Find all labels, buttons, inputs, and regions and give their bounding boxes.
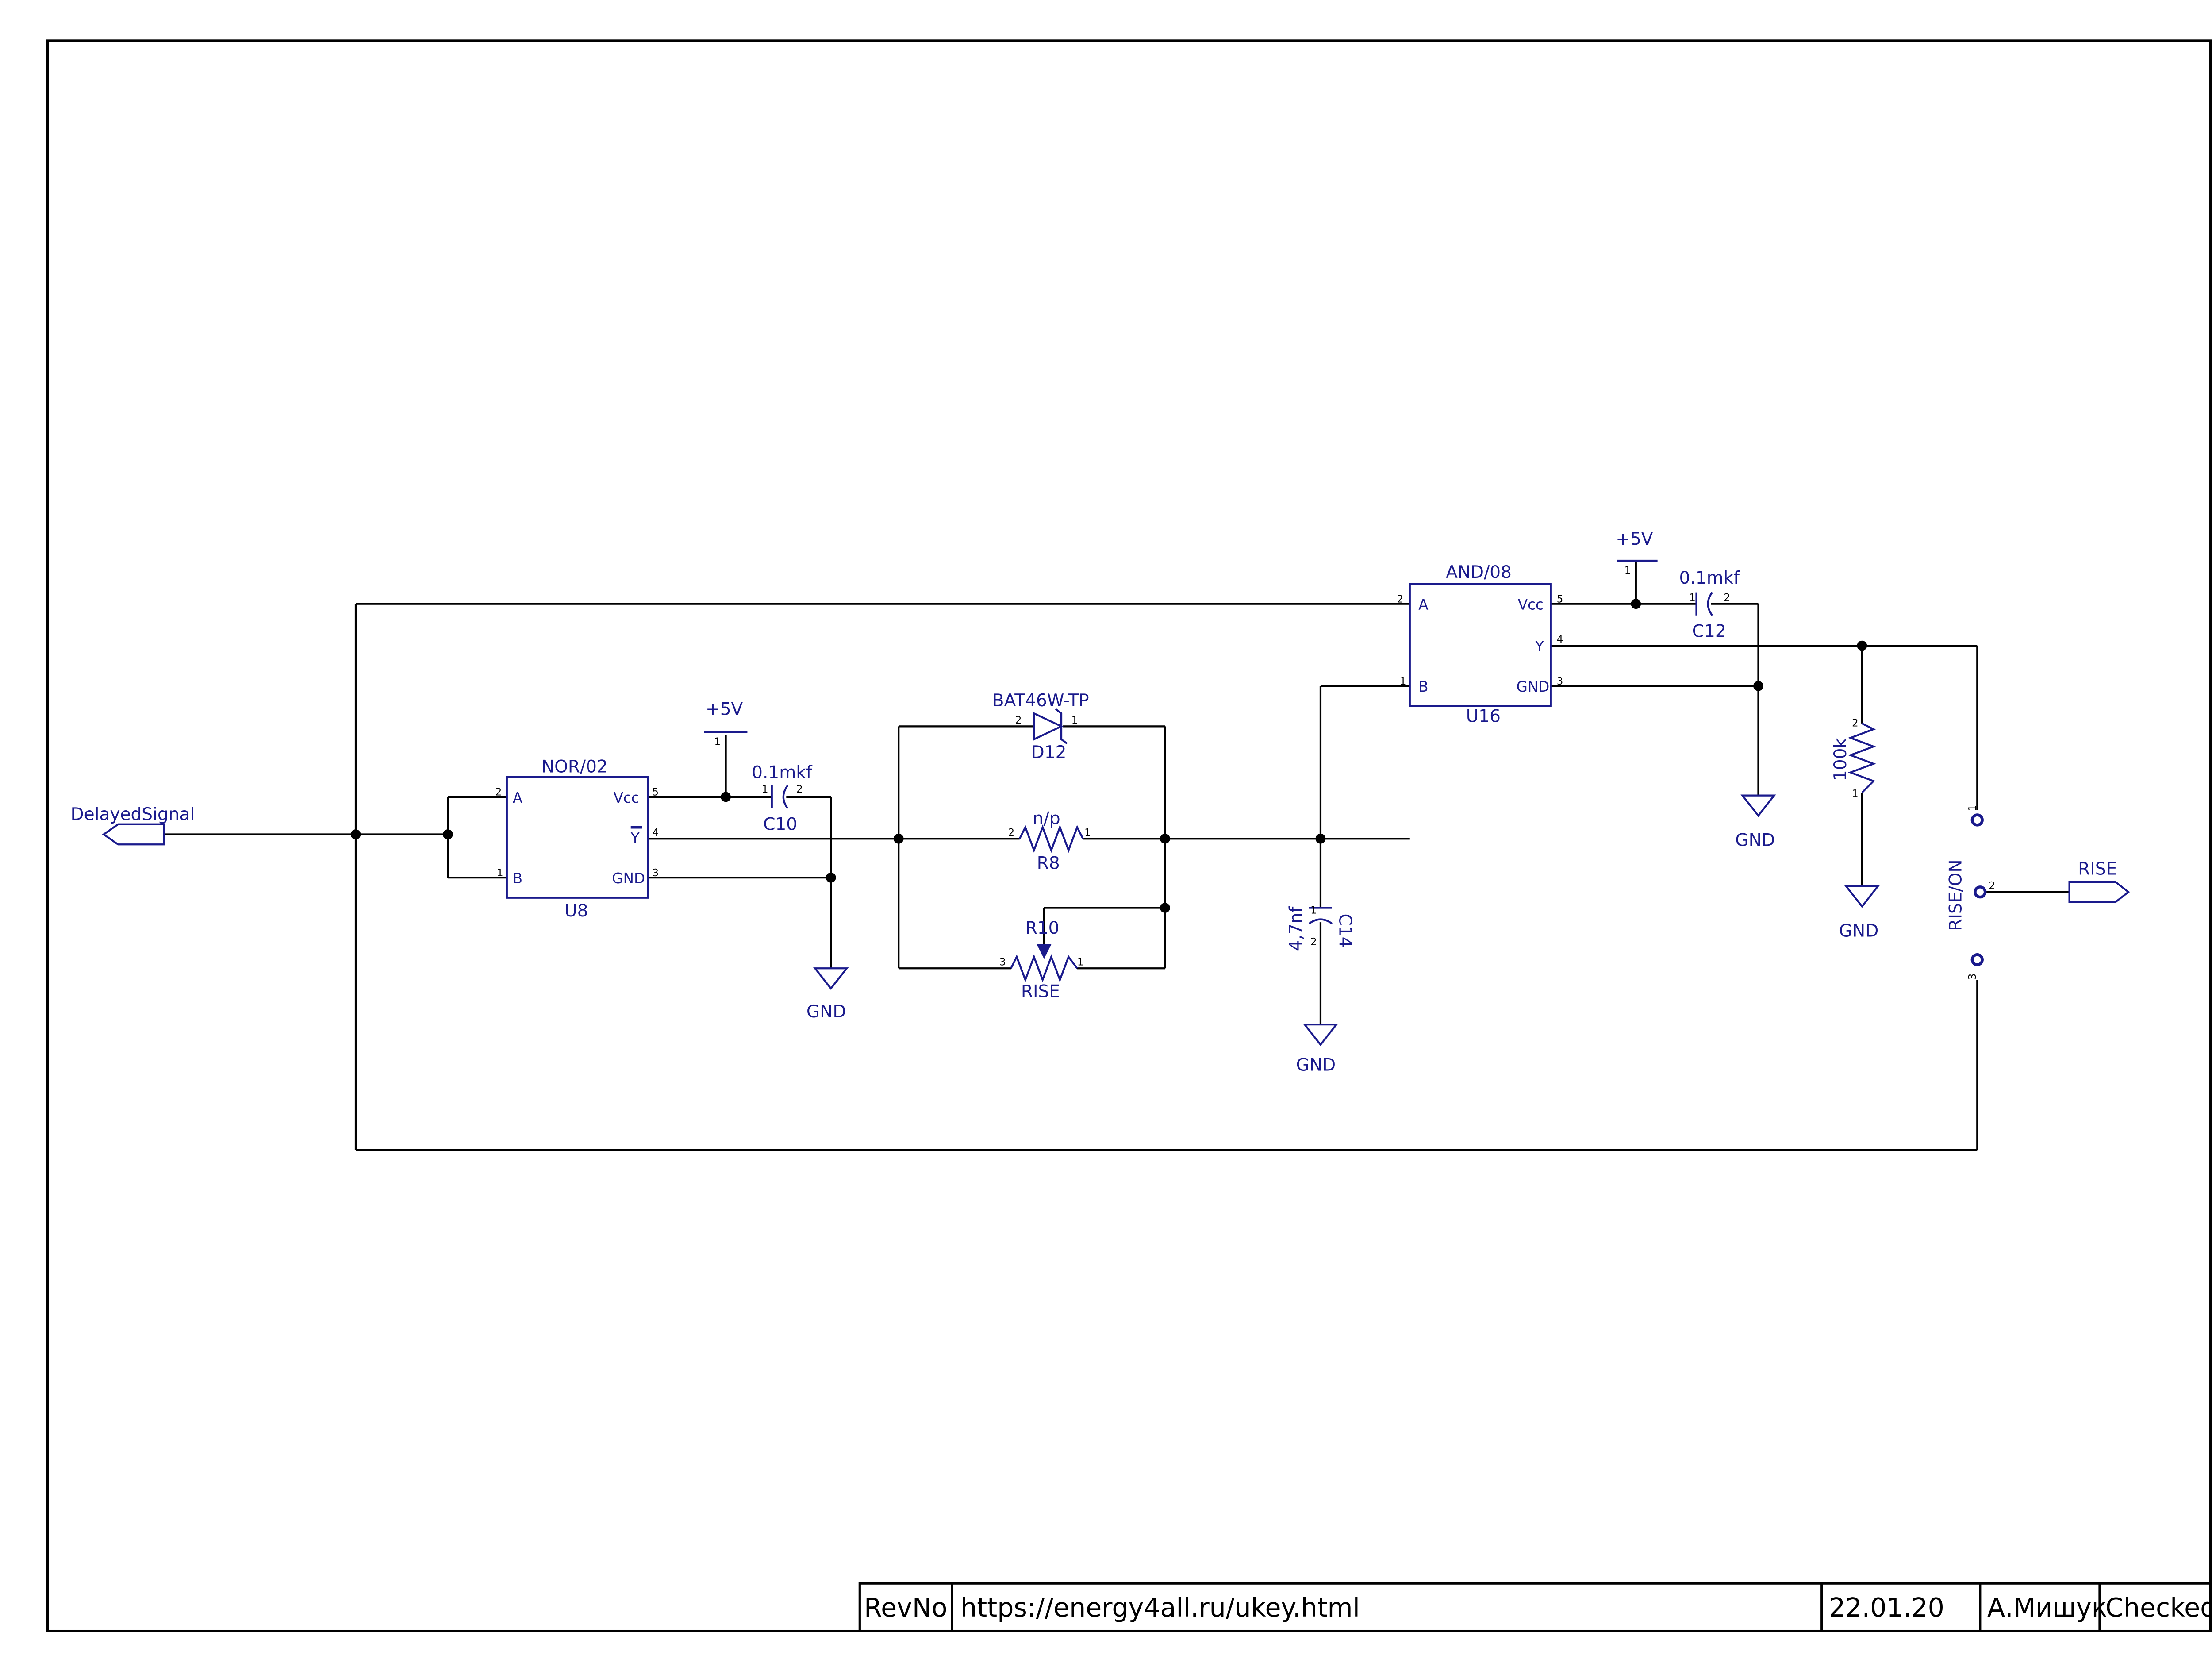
potentiometer-r10: R10 RISE 3 1: [999, 918, 1083, 1001]
svg-text:+5V: +5V: [706, 699, 743, 719]
svg-text:4,7nf: 4,7nf: [1286, 906, 1306, 951]
svg-text:2: 2: [1852, 717, 1858, 729]
title-block: RevNo https://energy4all.ru/ukey.html 22…: [858, 1582, 2212, 1632]
port-rise: RISE: [2068, 859, 2130, 903]
port-delayed-signal: DelayedSignal: [71, 805, 195, 846]
svg-text:C14: C14: [1335, 914, 1355, 948]
junctions: [350, 599, 1867, 913]
svg-text:C12: C12: [1692, 622, 1726, 642]
svg-text:GND: GND: [612, 870, 645, 887]
svg-text:n/p: n/p: [1033, 809, 1060, 829]
svg-text:100k: 100k: [1831, 738, 1851, 781]
svg-text:2: 2: [1724, 592, 1730, 604]
svg-text:Vcc: Vcc: [614, 789, 639, 806]
svg-text:3: 3: [1967, 974, 1978, 980]
svg-text:5: 5: [1557, 593, 1563, 605]
svg-text:U8: U8: [565, 901, 588, 921]
svg-text:2: 2: [1310, 936, 1317, 948]
svg-text:+5V: +5V: [1616, 529, 1653, 549]
svg-text:D12: D12: [1031, 743, 1067, 762]
svg-text:BAT46W-TP: BAT46W-TP: [992, 691, 1089, 711]
gnd-symbol-pullup: GND: [1839, 885, 1880, 941]
svg-text:RISE: RISE: [2078, 859, 2117, 879]
u16-and-gate: AND/08 U16 A B Vcc Y GND 2 1 5 4 3: [1397, 562, 1563, 727]
power-plus5v-u16: +5V 1: [1616, 529, 1658, 576]
svg-text:DelayedSignal: DelayedSignal: [71, 805, 195, 824]
drawing-frame: [46, 39, 2212, 1632]
svg-text:GND: GND: [1296, 1055, 1336, 1075]
svg-text:NOR/02: NOR/02: [541, 757, 608, 777]
svg-text:0.1mkf: 0.1mkf: [752, 763, 813, 783]
svg-text:R10: R10: [1025, 918, 1060, 938]
svg-text:1: 1: [1689, 592, 1695, 604]
capacitor-c12: 0.1mkf C12 1 2: [1679, 568, 1740, 641]
svg-text:A: A: [1418, 597, 1428, 613]
svg-text:GND: GND: [1839, 921, 1879, 941]
title-url: https://energy4all.ru/ukey.html: [960, 1593, 1360, 1623]
diode-d12: BAT46W-TP D12 2 1: [992, 691, 1089, 762]
gnd-symbol-c12: GND: [1735, 794, 1776, 851]
title-checked: Checked: [2105, 1593, 2212, 1623]
svg-text:1: 1: [1624, 565, 1631, 576]
gnd-symbol-c14: GND: [1296, 1024, 1339, 1075]
svg-text:RISE: RISE: [1021, 982, 1060, 1001]
svg-text:2: 2: [1989, 880, 1995, 892]
switch-rise-on: RISE/ON 1 2 3: [1946, 805, 1995, 980]
svg-text:1: 1: [762, 784, 768, 795]
svg-text:1: 1: [1852, 788, 1858, 800]
svg-text:3: 3: [999, 957, 1006, 968]
svg-text:3: 3: [653, 867, 659, 879]
capacitor-c10: 0.1mkf C10 1 2: [752, 763, 813, 835]
svg-text:1: 1: [1077, 957, 1083, 968]
title-date: 22.01.20: [1829, 1593, 1944, 1623]
svg-text:GND: GND: [1517, 678, 1550, 695]
gnd-symbol-u8: GND: [806, 967, 849, 1022]
svg-text:2: 2: [495, 787, 502, 798]
svg-text:2: 2: [1015, 715, 1022, 726]
svg-text:2: 2: [796, 784, 803, 795]
svg-text:R8: R8: [1037, 854, 1060, 874]
svg-text:1: 1: [714, 736, 721, 748]
capacitor-c14: 4,7nf C14 1 2: [1286, 905, 1355, 951]
svg-text:Y: Y: [630, 830, 640, 847]
svg-text:2: 2: [1397, 593, 1403, 605]
power-plus5v-u8: +5V 1: [704, 699, 748, 748]
svg-text:1: 1: [1400, 676, 1406, 687]
svg-text:Vcc: Vcc: [1518, 597, 1544, 613]
svg-text:A: A: [513, 789, 522, 806]
svg-text:RISE/ON: RISE/ON: [1946, 859, 1966, 931]
svg-text:2: 2: [1008, 827, 1014, 839]
svg-text:1: 1: [1967, 805, 1978, 811]
resistor-r8: n/p R8 2 1: [1008, 809, 1091, 874]
wires: [164, 562, 2070, 1151]
svg-text:4: 4: [1557, 634, 1563, 646]
title-author: А.Мишук: [1987, 1593, 2107, 1623]
svg-text:C10: C10: [763, 815, 797, 835]
svg-text:GND: GND: [806, 1002, 846, 1022]
svg-text:1: 1: [497, 867, 503, 879]
svg-text:B: B: [513, 870, 522, 887]
svg-text:1: 1: [1310, 905, 1317, 916]
svg-text:4: 4: [653, 827, 659, 839]
svg-text:0.1mkf: 0.1mkf: [1679, 568, 1740, 588]
resistor-100k: 100k 2 1: [1831, 717, 1876, 800]
svg-text:3: 3: [1557, 676, 1563, 687]
svg-text:GND: GND: [1735, 831, 1775, 851]
svg-text:1: 1: [1071, 715, 1078, 726]
svg-text:B: B: [1418, 678, 1428, 695]
svg-text:Y: Y: [1535, 638, 1544, 655]
svg-text:5: 5: [653, 787, 659, 798]
svg-text:1: 1: [1084, 827, 1091, 839]
svg-text:AND/08: AND/08: [1446, 562, 1512, 582]
svg-text:U16: U16: [1466, 707, 1501, 727]
title-rev: RevNo: [864, 1593, 947, 1623]
u8-nor-gate: NOR/02 U8 A B Vcc Y GND 2 1 5 4 3: [495, 757, 659, 921]
